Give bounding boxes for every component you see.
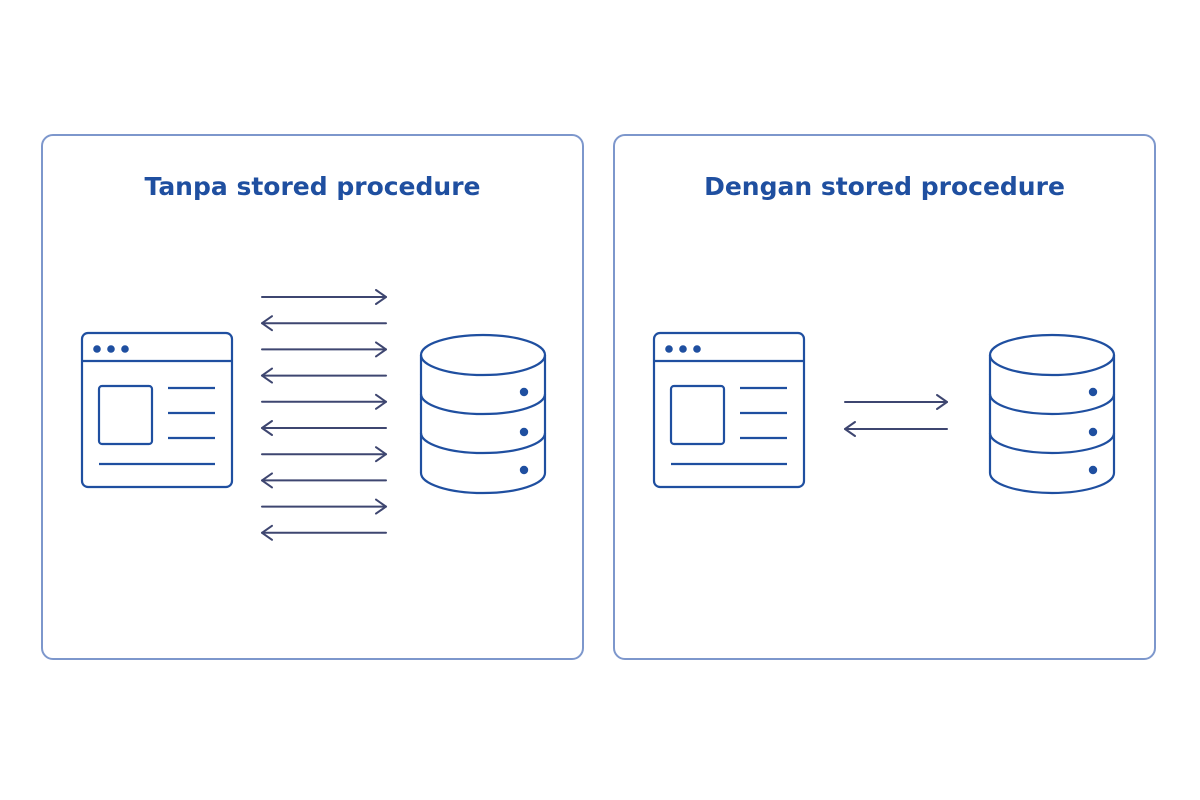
browser-window-icon [652,331,806,489]
arrow-left-icon [261,420,387,436]
arrow-right-icon [261,341,387,358]
browser-window-icon [80,331,234,489]
panel-without-stored-procedure: Tanpa stored procedure [41,134,584,660]
database-icon [988,333,1116,495]
database-icon [419,333,547,495]
arrow-right-icon [261,446,387,463]
arrow-right-icon [261,393,387,410]
arrow-left-icon [261,472,387,489]
panel-title: Dengan stored procedure [704,172,1065,201]
arrow-left-icon [844,421,948,437]
panel-title: Tanpa stored procedure [144,172,481,201]
arrow-group [261,289,387,541]
arrow-left-icon [261,524,387,541]
panel-with-stored-procedure: Dengan stored procedure [613,134,1156,660]
arrow-left-icon [261,367,387,384]
arrow-left-icon [261,315,387,332]
panel-diagram [80,289,547,541]
panel-diagram [652,331,1116,495]
arrow-right-icon [844,394,948,410]
arrow-right-icon [261,498,387,515]
arrow-group [844,394,948,437]
arrow-right-icon [261,289,387,305]
